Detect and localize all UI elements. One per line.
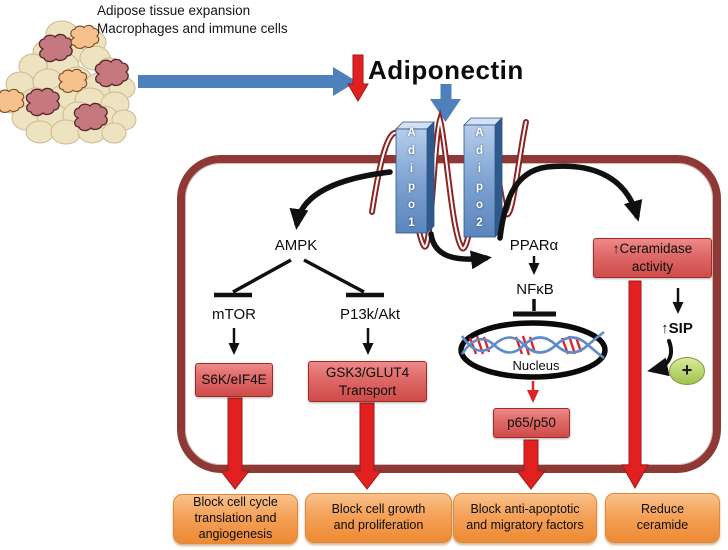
blue-right-arrow (138, 67, 357, 96)
adiponectin-title: Adiponectin (368, 55, 524, 85)
adipo2-receptor-shape (463, 117, 503, 238)
arrow-to-ampk (289, 169, 393, 230)
red-arrow-p65 (515, 439, 547, 490)
red-decrease-arrow (347, 54, 369, 102)
plus-label: + (681, 360, 693, 381)
arrow-sip-feedback (647, 339, 673, 377)
outcome-box-cell-growth: Block cell growth and proliferation (305, 493, 452, 543)
pi3k-akt-label: P13k/Akt (339, 306, 401, 323)
outcome-box-cell-cycle: Block cell cycle translation and angioge… (173, 494, 298, 544)
arrow-to-ceramidase (497, 163, 643, 241)
arrow-to-ppara (428, 231, 492, 270)
adipo1-receptor-shape (395, 121, 435, 234)
ceramidase-activity-box: ↑Ceramidase activity (593, 238, 712, 278)
ampk-label: AMPK (274, 237, 318, 254)
nucleus-label: Nucleus (512, 358, 560, 373)
blue-down-arrow (430, 84, 461, 122)
mtor-label: mTOR (212, 306, 256, 323)
ppara-label: PPARα (509, 237, 559, 254)
s6k-eif4e-box: S6K/eIF4E (195, 363, 273, 397)
ampk-branches (214, 258, 384, 298)
nfkb-label: NFκB (516, 281, 554, 298)
outcome-box-reduce-ceramide: Reduce ceramide (605, 493, 720, 543)
p65-p50-box: p65/p50 (493, 408, 570, 438)
red-arrow-ceramide (621, 280, 649, 490)
thick-red-arrows (219, 280, 649, 490)
gsk3-glut4-box: GSK3/GLUT4 Transport (308, 361, 427, 402)
adipo1-receptor-label: Adipo1 (405, 127, 418, 235)
red-arrow-gsk3 (351, 402, 383, 490)
nucleus-shape (458, 320, 608, 380)
signal-arrows (289, 163, 673, 377)
tissue-note-line1: Adipose tissue expansion (97, 3, 251, 18)
plus-circle (669, 357, 705, 385)
red-arrow-s6k (219, 397, 251, 490)
thin-arrows (228, 256, 684, 355)
tissue-note: Adipose tissue expansion Macrophages and… (97, 2, 288, 38)
adipo2-receptor-label: Adipo2 (473, 127, 486, 235)
outcome-box-anti-apoptotic: Block anti-apoptotic and migratory facto… (453, 493, 597, 543)
sip-label: ↑SIP (661, 320, 693, 337)
tissue-note-line2: Macrophages and immune cells (97, 20, 288, 36)
nfkb-inhibition (513, 299, 556, 317)
